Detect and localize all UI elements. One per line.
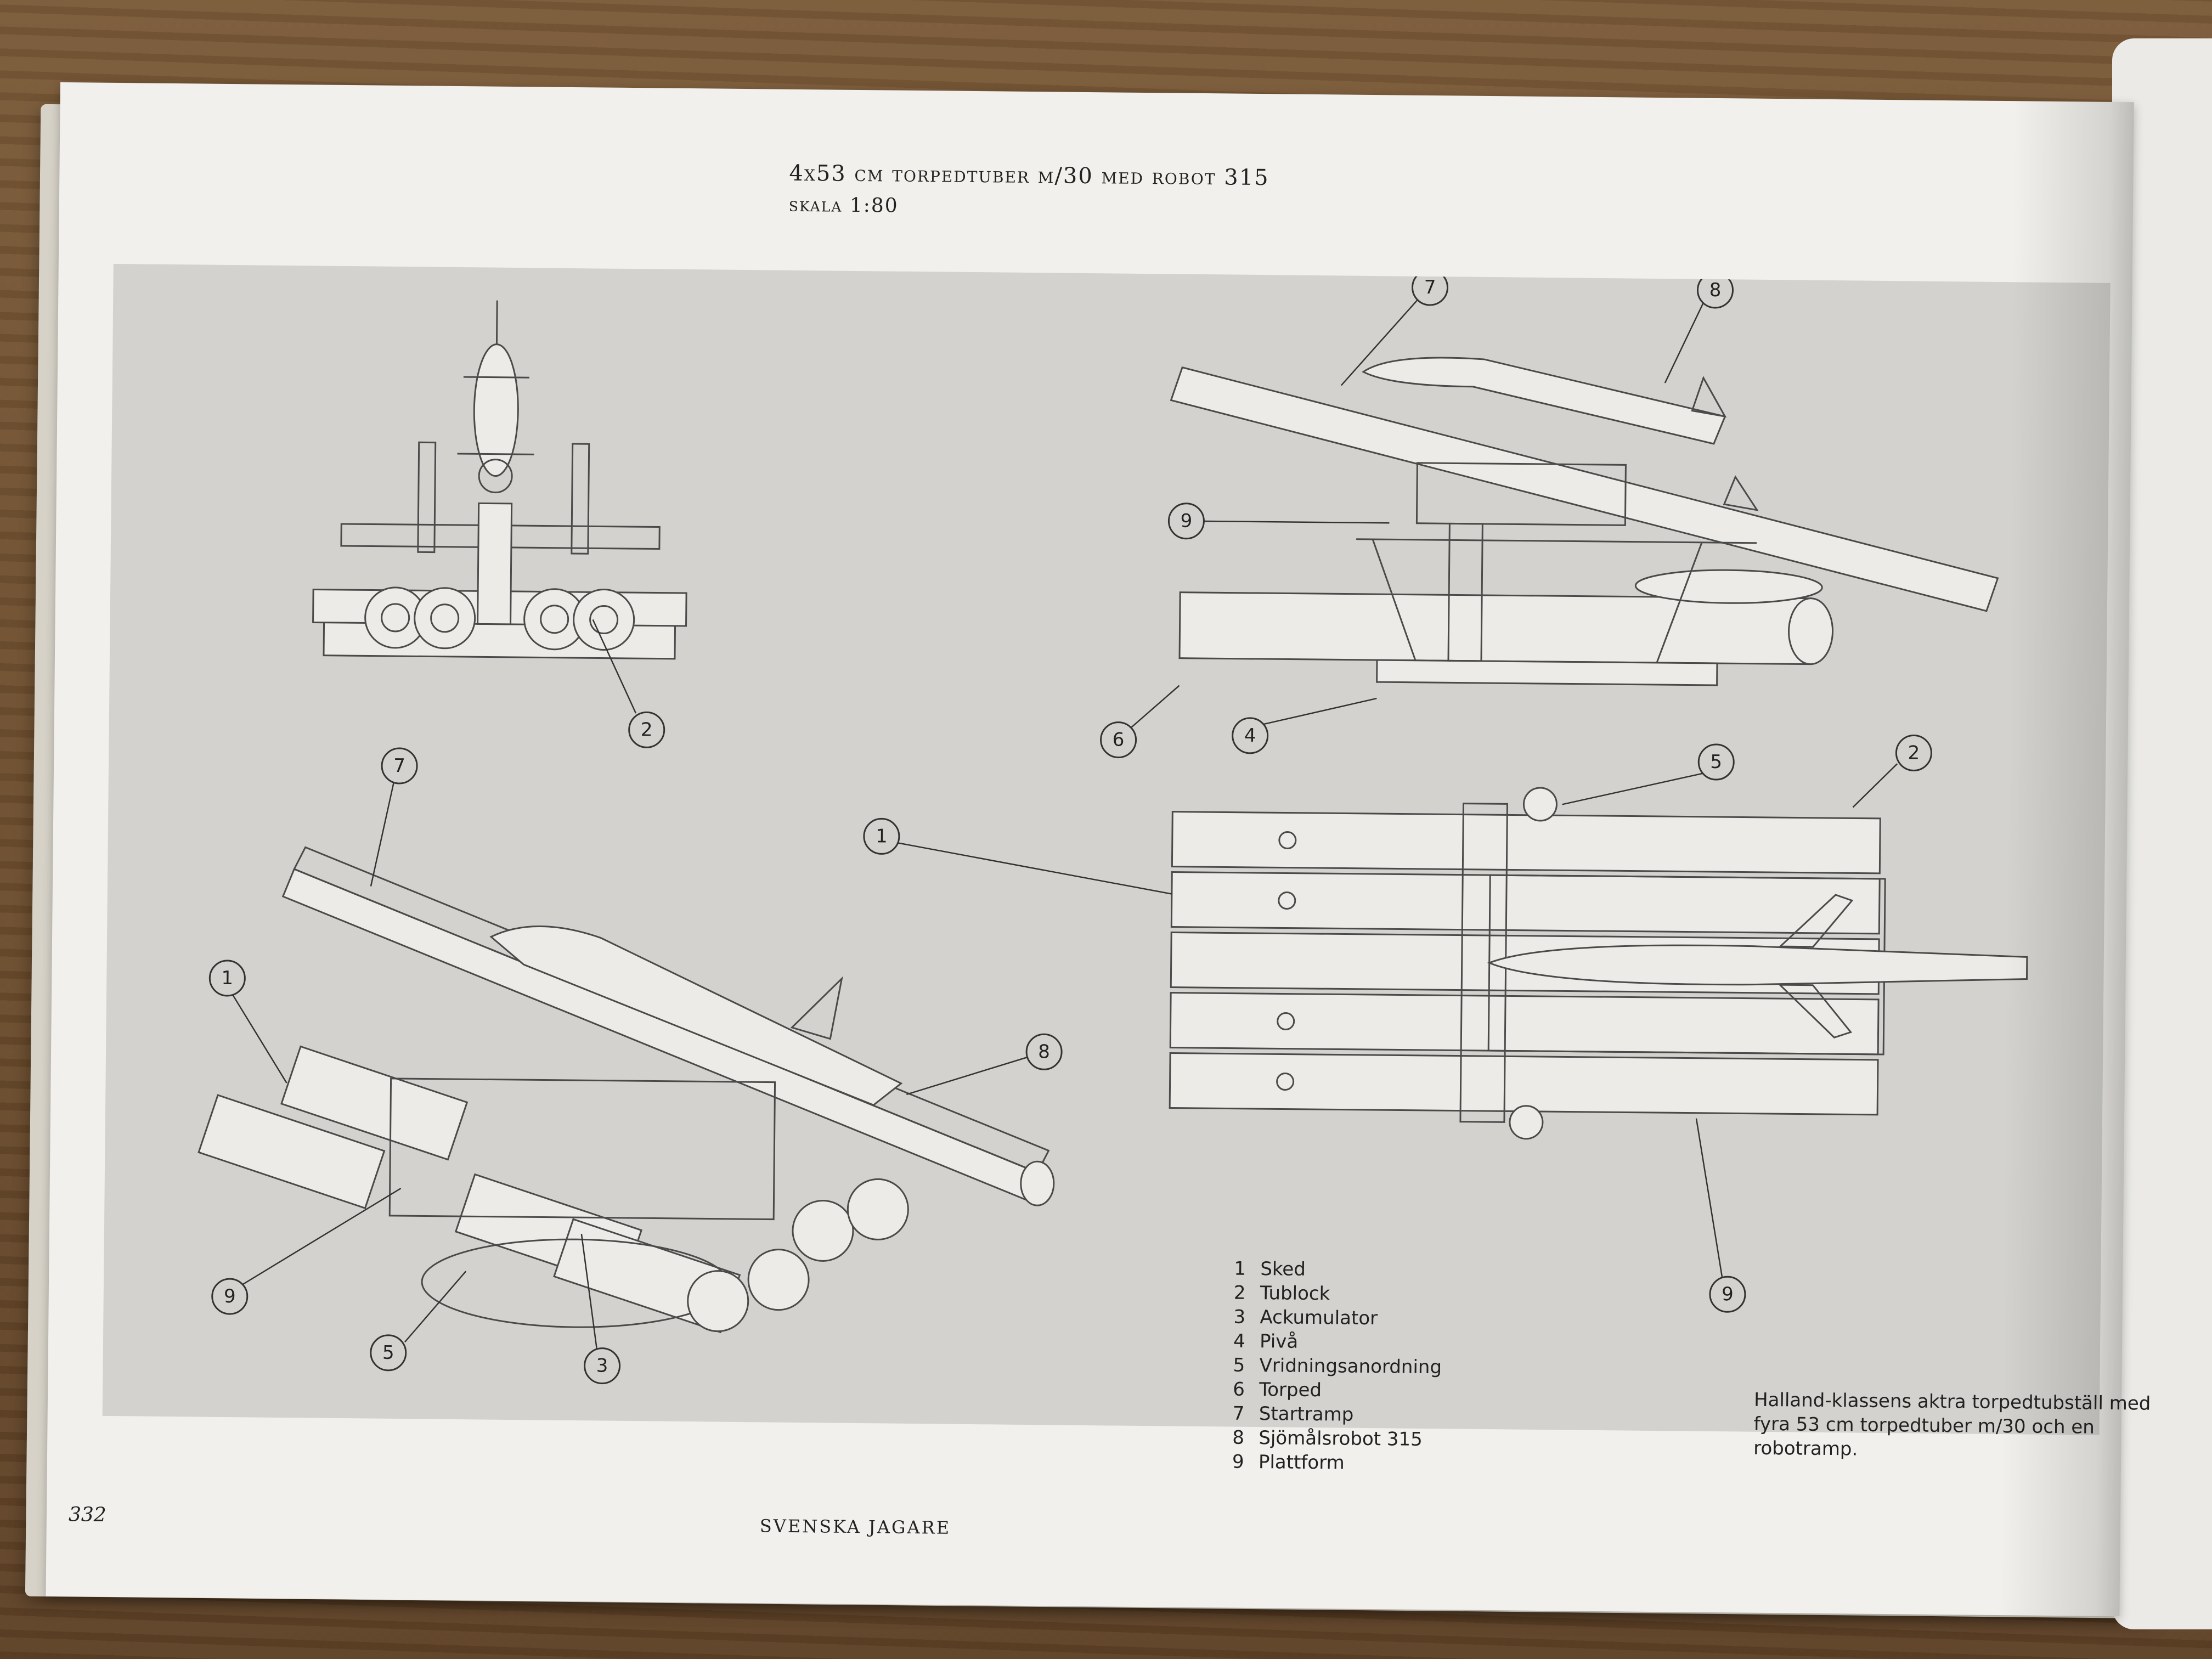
legend-number: 7	[1232, 1402, 1245, 1425]
callout-label: 2	[1908, 742, 1920, 764]
callout-side-8: 8	[1697, 272, 1734, 309]
legend-number: 6	[1233, 1378, 1245, 1401]
legend-row: 2 Tublock	[1234, 1281, 1443, 1307]
callout-label: 7	[393, 755, 405, 777]
leader-lines	[232, 297, 1898, 1350]
callout-side-6: 6	[1100, 721, 1137, 759]
callout-label: 8	[1038, 1041, 1050, 1063]
legend-number: 9	[1232, 1451, 1244, 1473]
legend-row: 6 Torped	[1233, 1378, 1442, 1404]
callout-label: 8	[1709, 279, 1721, 301]
callout-persp-9: 9	[211, 1278, 249, 1315]
legend-row: 3 Ackumulator	[1233, 1305, 1442, 1331]
legend-row: 8 Sjömålsrobot 315	[1232, 1426, 1441, 1452]
callout-top-2: 2	[1895, 734, 1932, 771]
callout-persp-3: 3	[584, 1347, 621, 1385]
legend-label: Startramp	[1259, 1403, 1354, 1426]
legend-row: 1 Sked	[1234, 1257, 1443, 1283]
legend-label: Sked	[1260, 1258, 1306, 1280]
legend-label: Pivå	[1259, 1330, 1299, 1353]
parts-legend: 1 Sked 2 Tublock 3 Ackumulator 4 Pivå 5 Vridnings…	[1232, 1257, 1443, 1476]
scale-label: skala 1:80	[788, 193, 899, 217]
legend-row: 5 Vridningsanordning	[1233, 1353, 1442, 1380]
book-page: 4x53 cm torpedtuber m/30 med robot 315 s…	[46, 82, 2151, 1617]
callout-label: 2	[641, 719, 653, 741]
legend-label: Ackumulator	[1260, 1306, 1378, 1330]
callout-label: 9	[1722, 1283, 1734, 1305]
legend-label: Sjömålsrobot 315	[1259, 1427, 1423, 1451]
callout-label: 7	[1424, 276, 1436, 298]
legend-number: 8	[1232, 1426, 1245, 1449]
callout-side-9: 9	[1167, 503, 1205, 540]
page-title: 4x53 cm torpedtuber m/30 med robot 315	[789, 160, 1269, 191]
legend-label: Tublock	[1260, 1282, 1330, 1305]
callout-label: 5	[382, 1342, 394, 1364]
perspective-view-drawing	[198, 846, 1055, 1334]
callout-label: 3	[596, 1355, 608, 1376]
legend-label: Torped	[1259, 1379, 1322, 1402]
legend-row: 9 Plattform	[1232, 1450, 1441, 1476]
legend-row: 7 Startramp	[1233, 1402, 1442, 1428]
callout-label: 1	[221, 967, 233, 989]
legend-number: 4	[1233, 1330, 1245, 1352]
callout-label: 4	[1244, 725, 1256, 747]
running-head: SVENSKA JAGARE	[759, 1515, 951, 1538]
callout-persp-5: 5	[370, 1334, 407, 1372]
technical-drawing: 2 7 1 8 9 5 3	[198, 269, 2028, 1385]
callout-persp-7: 7	[381, 747, 418, 785]
callout-side-4: 4	[1232, 717, 1269, 754]
legend-label: Vridningsanordning	[1259, 1355, 1442, 1379]
legend-number: 3	[1233, 1306, 1246, 1328]
callout-persp-1: 1	[208, 960, 246, 997]
callout-top-9: 9	[1709, 1276, 1746, 1313]
legend-number: 1	[1234, 1257, 1246, 1280]
page-number: 332	[68, 1503, 106, 1526]
callout-top-1: 1	[863, 817, 900, 855]
legend-number: 2	[1233, 1282, 1246, 1304]
legend-row: 4 Pivå	[1233, 1329, 1442, 1356]
side-view-drawing	[1170, 357, 1999, 686]
callout-front-2: 2	[628, 711, 665, 748]
callout-side-7: 7	[1412, 269, 1449, 306]
callout-label: 5	[1710, 751, 1722, 773]
callout-label: 9	[224, 1285, 236, 1307]
callout-label: 6	[1113, 729, 1125, 751]
legend-label: Plattform	[1258, 1451, 1345, 1474]
callout-label: 1	[876, 825, 888, 847]
callout-persp-8: 8	[1025, 1033, 1063, 1070]
legend-number: 5	[1233, 1354, 1245, 1376]
callout-top-5: 5	[1697, 743, 1735, 781]
drawing-panel: 2 7 1 8 9 5 3	[102, 263, 2151, 1474]
callout-label: 9	[1180, 510, 1192, 532]
front-view-drawing	[312, 300, 687, 660]
top-view-drawing	[1169, 787, 2028, 1140]
spine-shadow	[1999, 101, 2134, 1617]
